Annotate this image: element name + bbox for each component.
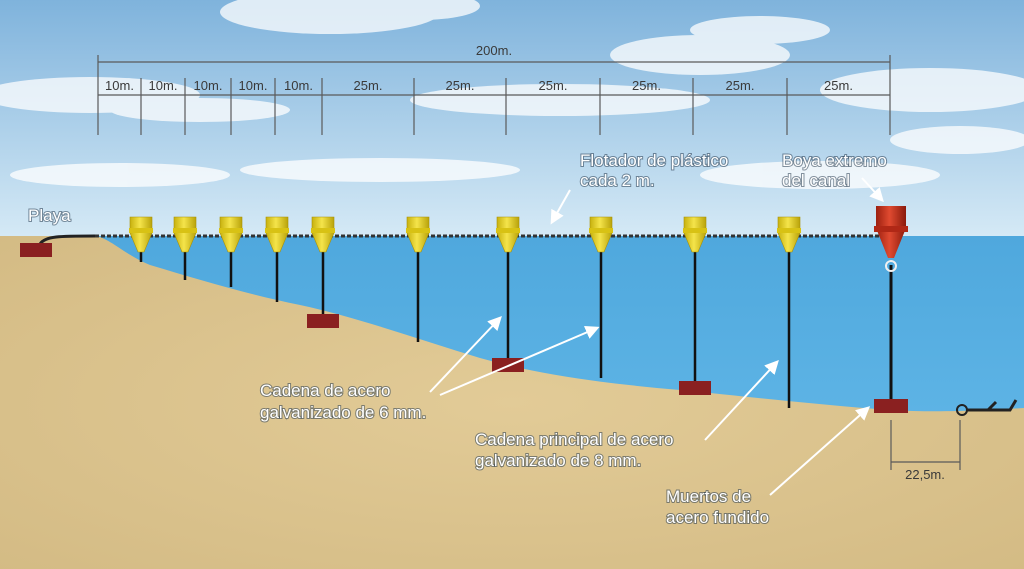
chain8-label-1: Cadena principal de acero xyxy=(475,430,673,449)
segment-label: 10m. xyxy=(239,78,268,93)
float-collar xyxy=(683,228,707,233)
float-collar xyxy=(589,228,613,233)
float-collar xyxy=(777,228,801,233)
seabed xyxy=(0,236,1024,569)
buoy-label-1: Boya extremo xyxy=(782,151,887,170)
chain6-label-1: Cadena de acero xyxy=(260,381,390,400)
callout-arrows xyxy=(429,177,884,496)
float-collar xyxy=(173,228,197,233)
beach-anchor-block xyxy=(20,243,52,257)
segment-label: 25m. xyxy=(446,78,475,93)
anchors-label-2: acero fundido xyxy=(666,508,769,527)
segment-label: 25m. xyxy=(539,78,568,93)
far-anchor xyxy=(956,399,1018,416)
segment-label: 25m. xyxy=(726,78,755,93)
segment-ticks: 10m. 10m. 10m. 10m. 10m. 25m. 25m. 25m. 25m. 25m.… xyxy=(105,78,853,135)
end-buoy xyxy=(874,206,908,413)
float-label-2: cada 2 m. xyxy=(580,171,655,190)
vertical-chains xyxy=(139,250,791,408)
anchor-block xyxy=(679,381,711,395)
segment-label: 25m. xyxy=(824,78,853,93)
buoy-label-2: del canal xyxy=(782,171,850,190)
float-collar xyxy=(496,228,520,233)
clouds xyxy=(0,0,1024,189)
chain8-label-2: galvanizado de 8 mm. xyxy=(475,451,641,470)
float-collar xyxy=(311,228,335,233)
segment-label: 10m. xyxy=(149,78,178,93)
anchor-block xyxy=(307,314,339,328)
floats xyxy=(129,216,801,253)
anchor-distance-dim: 22,5m. xyxy=(890,420,961,482)
float-collar xyxy=(219,228,243,233)
float-label-1: Flotador de plástico xyxy=(580,151,728,170)
segment-label: 10m. xyxy=(194,78,223,93)
chain6-label-2: galvanizado de 6 mm. xyxy=(260,403,426,422)
float-collar xyxy=(265,228,289,233)
segment-label: 25m. xyxy=(632,78,661,93)
beach-label: Playa xyxy=(28,206,71,225)
segment-label: 10m. xyxy=(105,78,134,93)
anchors-label-1: Muertos de xyxy=(666,487,751,506)
segment-label: 25m. xyxy=(354,78,383,93)
total-span-label: 200m. xyxy=(476,43,512,58)
float-collar xyxy=(406,228,430,233)
segment-label: 10m. xyxy=(284,78,313,93)
shore-chain xyxy=(38,234,96,245)
dimensions: 200m. 10m. 10m. 10m. 10m. 10m. 25m. 25m. 25m. 25… xyxy=(97,43,891,135)
anchor-distance-label: 22,5m. xyxy=(905,467,945,482)
float-collar xyxy=(129,228,153,233)
